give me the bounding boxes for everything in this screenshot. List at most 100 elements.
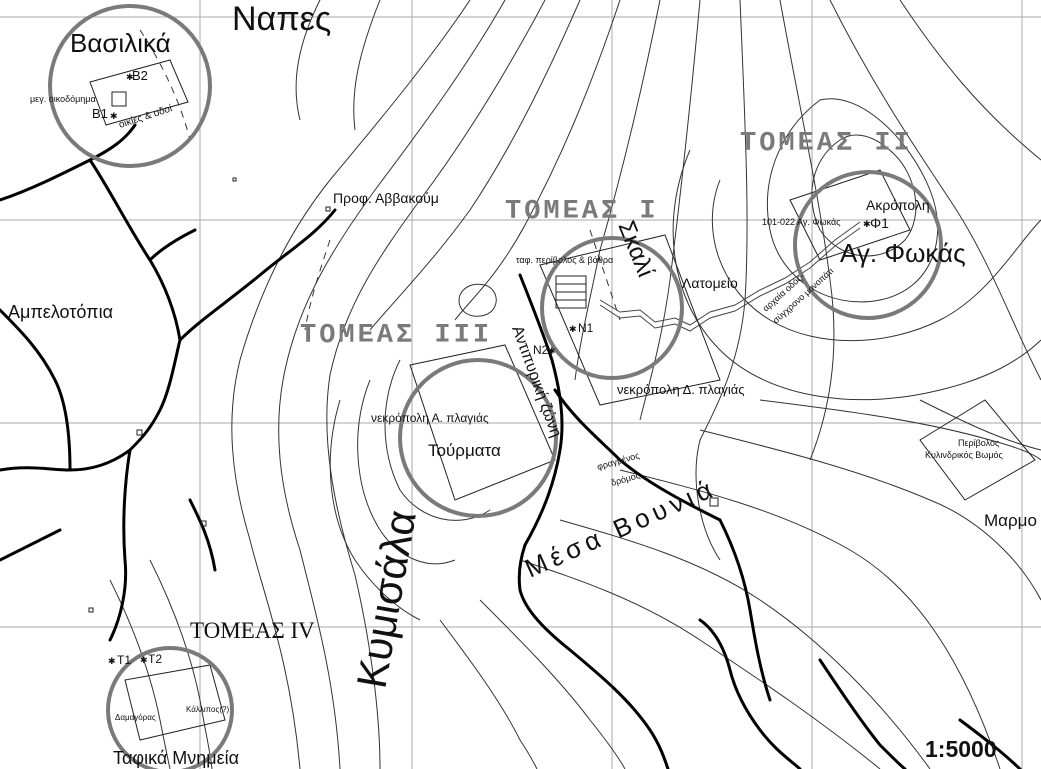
star-marker-icon: ✱: [110, 111, 118, 121]
contour-line: [439, 619, 538, 769]
contour-line: [326, 0, 546, 769]
tafika-outline: [124, 664, 226, 741]
akropoli-label: Ακρόπολη: [866, 197, 930, 213]
building-mark: [200, 520, 207, 527]
road-segment: [0, 528, 62, 562]
dromos-label: δρόμος: [610, 470, 642, 488]
contour-line: [519, 559, 881, 769]
sector-3-label: ΤΟΜΕΑΣ ΙΙΙ: [300, 321, 492, 351]
contour-line: [559, 519, 931, 769]
nekropoli-a-label: νεκρόπολη Α. πλαγιάς: [371, 411, 489, 425]
napes-label: Ναπες: [232, 0, 331, 38]
dashed-trail: [139, 29, 191, 141]
contour-line: [454, 0, 621, 321]
tafika-label: Ταφικά Μνημεία: [113, 748, 239, 768]
road-segment: [818, 658, 907, 769]
n1-label: N1: [578, 321, 594, 335]
ag-fokas-label: Αγ. Φωκάς: [840, 238, 966, 268]
kallipos-label: Κάλλιπος(?): [186, 705, 229, 714]
kylindrikos-label: Κυλινδρικός Βωμός: [925, 450, 1004, 460]
vasilika-label: Βασιλικά: [70, 28, 171, 58]
ancient-road: [599, 221, 861, 332]
contour-lines: [109, 0, 1041, 769]
building-mark: [111, 91, 127, 107]
ancient-road-line: [599, 227, 861, 332]
road-segment: [698, 618, 802, 769]
contour-line: [574, 0, 661, 381]
contour-line: [699, 429, 1041, 601]
contour-line: [278, 0, 506, 769]
tafika-circle: [106, 646, 234, 769]
contour-line: [458, 283, 497, 317]
vasilika-outline: [89, 59, 189, 126]
building-mark: [232, 177, 237, 182]
perivolos-outline: [919, 399, 1036, 501]
road-segment: [0, 308, 72, 472]
contour-line: [919, 399, 1041, 451]
tourmata-circle: [398, 358, 558, 518]
t1-label: T1: [117, 653, 131, 667]
contour-line: [109, 579, 171, 769]
t2-label: T2: [148, 652, 162, 666]
building-mark: [709, 497, 719, 507]
contour-line: [672, 149, 1041, 401]
contour-line: [711, 179, 1041, 342]
road-segment: [148, 228, 197, 262]
akropoli-outline: [789, 169, 911, 261]
b2-label: B2: [132, 68, 148, 83]
ampelotopia-label: Αμπελοτόπια: [8, 302, 113, 322]
fragmenos-label: φραγμένος: [596, 450, 641, 472]
code-101-label: 101-022 Αγ. Φωκάς: [762, 217, 841, 227]
dashed-trail: [304, 239, 331, 331]
road-segment: [958, 718, 1022, 769]
highlight-circles: [48, 4, 943, 769]
ancient-road-line: [599, 221, 861, 326]
nekropoli-d-label: νεκρόπολη Δ. πλαγιάς: [617, 382, 745, 397]
contour-line: [779, 0, 835, 461]
building-mark: [88, 607, 94, 613]
road-segment: [518, 273, 564, 547]
roads: [0, 123, 1022, 769]
latomeio-label: Λατομείο: [682, 275, 738, 291]
prof-avvakoum-label: Προφ. Αββακούμ: [333, 190, 439, 206]
road-segment: [517, 543, 670, 769]
kumisala-label: Κυμισάλα: [348, 507, 425, 692]
road-segment: [178, 208, 337, 342]
contour-line: [369, 0, 581, 331]
road-segment: [108, 448, 132, 642]
contour-line: [619, 469, 1001, 769]
sector-1-circle: [540, 236, 684, 380]
star-marker-icon: ✱: [548, 346, 556, 356]
meg-oikodomima-label: μεγ. οικοδόμημα: [30, 94, 96, 104]
contour-line: [695, 0, 748, 561]
star-marker-icon: ✱: [569, 324, 577, 334]
contour-line: [231, 0, 471, 769]
damagoras-label: Δαμαγόρας: [115, 713, 156, 722]
contour-line: [353, 0, 381, 131]
road-segment: [553, 388, 722, 522]
building-mark: [325, 206, 331, 212]
sector-4-label: ΤΟΜΕΑΣ IV: [190, 618, 315, 643]
star-marker-icon: ✱: [108, 656, 116, 666]
contour-line: [829, 0, 1041, 381]
tourmata-label: Τούρματα: [428, 441, 501, 460]
road-segment: [188, 498, 217, 572]
contour-line: [639, 0, 701, 421]
building-marks: [88, 91, 719, 613]
road-segment: [0, 338, 182, 472]
contour-line: [149, 559, 213, 769]
sector-1-label: ΤΟΜΕΑΣ Ι: [505, 197, 659, 227]
building-mark: [136, 429, 143, 436]
contour-line: [384, 359, 491, 521]
b1-label: B1: [92, 106, 108, 121]
contour-line: [899, 0, 1041, 161]
contour-line: [357, 379, 456, 565]
contour-line: [479, 599, 626, 769]
scale-label: 1:5000: [925, 736, 997, 762]
vasilika-circle: [48, 4, 212, 168]
site-outlines: [89, 59, 1036, 741]
n2-label: N2: [533, 343, 549, 357]
star-marker-icon: ✱: [140, 655, 148, 665]
contour-line: [295, 0, 321, 121]
